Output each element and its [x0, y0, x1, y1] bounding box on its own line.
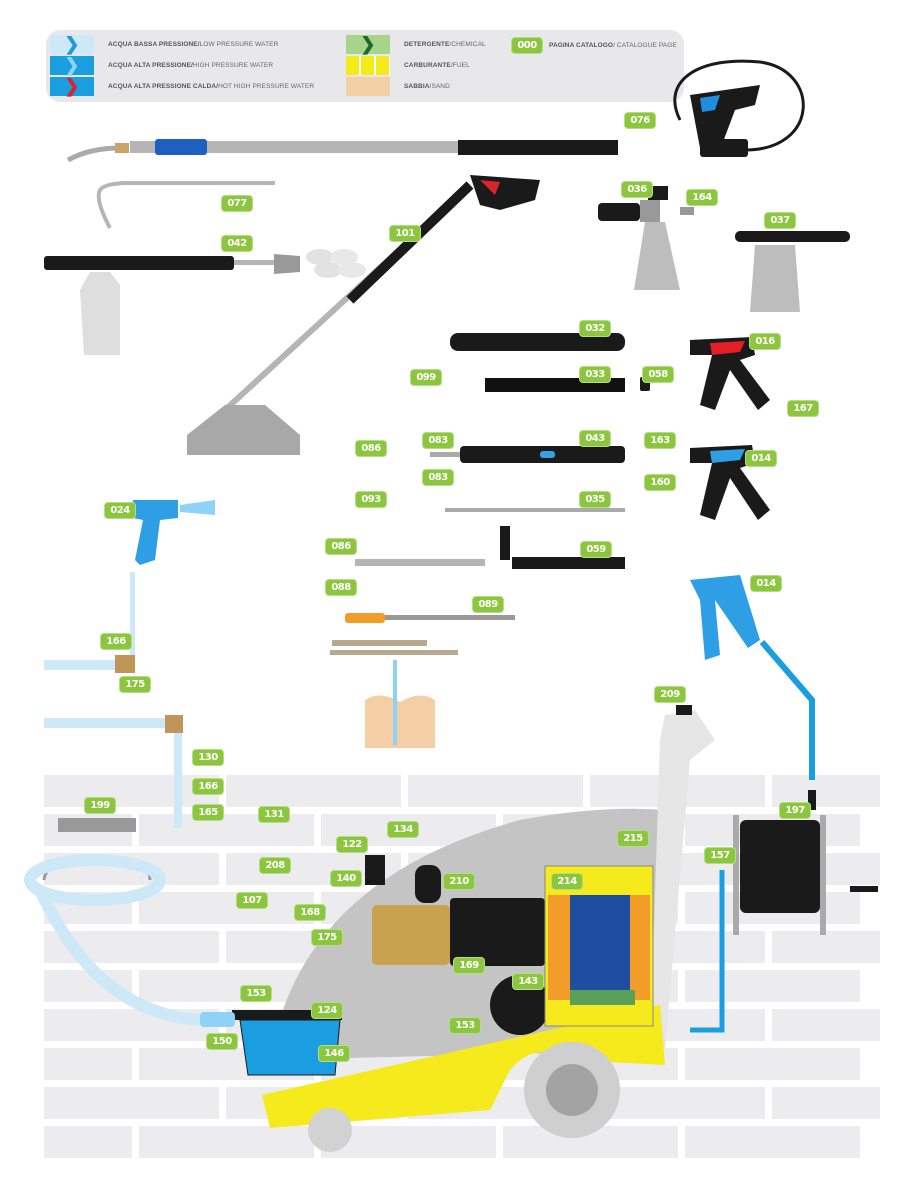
part-tag-035[interactable]: 035 — [579, 491, 611, 508]
part-tag-058[interactable]: 058 — [642, 366, 674, 383]
part-tag-210[interactable]: 210 — [443, 873, 475, 890]
part-tag-014-blue[interactable]: 014 — [750, 575, 782, 592]
part-tag-089[interactable]: 089 — [472, 596, 504, 613]
part-tag-043[interactable]: 043 — [579, 430, 611, 447]
part-tag-165[interactable]: 165 — [192, 804, 224, 821]
part-tag-033[interactable]: 033 — [579, 366, 611, 383]
part-tag-130[interactable]: 130 — [192, 749, 224, 766]
part-tag-032[interactable]: 032 — [579, 320, 611, 337]
lance-035-graphic — [445, 508, 625, 512]
fuel-swatch — [346, 56, 390, 75]
part-tag-093[interactable]: 093 — [355, 491, 387, 508]
lance-076-graphic — [66, 59, 805, 163]
high-pressure-swatch: ❯ — [50, 55, 94, 75]
part-tag-163[interactable]: 163 — [644, 432, 676, 449]
part-tag-024[interactable]: 024 — [104, 502, 136, 519]
part-tag-016[interactable]: 016 — [749, 333, 781, 350]
part-tag-175-b[interactable]: 175 — [311, 929, 343, 946]
double-lance-059-graphic — [355, 526, 625, 569]
part-tag-076[interactable]: 076 — [624, 112, 656, 129]
part-tag-101[interactable]: 101 — [389, 225, 421, 242]
part-tag-164[interactable]: 164 — [686, 189, 718, 206]
part-tag-124[interactable]: 124 — [311, 1002, 343, 1019]
foam-lance-042-graphic — [44, 249, 366, 355]
lance-grip-032-graphic — [450, 333, 625, 351]
part-tag-077[interactable]: 077 — [221, 195, 253, 212]
part-tag-131[interactable]: 131 — [258, 806, 290, 823]
part-tag-086-a[interactable]: 086 — [355, 440, 387, 457]
legend-item-fuel: CARBURANTE / FUEL — [346, 56, 470, 75]
part-tag-143[interactable]: 143 — [512, 973, 544, 990]
legend-item-page-ref: 000 PAGINA CATALOGO/ CATALOGUE PAGE — [511, 37, 677, 54]
part-tag-014-black[interactable]: 014 — [745, 450, 777, 467]
lance-077-graphic — [96, 181, 275, 229]
part-tag-215[interactable]: 215 — [617, 830, 649, 847]
floor-cleaner-101-graphic — [187, 175, 540, 455]
part-tag-175-a[interactable]: 175 — [119, 676, 151, 693]
legend-item-low-pressure: ❯ ACQUA BASSA PRESSIONE / LOW PRESSURE W… — [50, 34, 278, 54]
hot-water-swatch: ❯ — [50, 76, 94, 96]
part-tag-150[interactable]: 150 — [206, 1033, 238, 1050]
chemical-swatch: ❯ — [346, 34, 390, 54]
part-tag-167[interactable]: 167 — [787, 400, 819, 417]
part-tag-140[interactable]: 140 — [330, 870, 362, 887]
legend-item-chemical: ❯ DETERGENTE / CHEMICAL — [346, 34, 486, 54]
part-tag-042[interactable]: 042 — [221, 235, 253, 252]
part-tag-122[interactable]: 122 — [336, 836, 368, 853]
gun-016-graphic — [690, 337, 770, 410]
part-tag-153-b[interactable]: 153 — [449, 1017, 481, 1034]
float-tank — [200, 1010, 342, 1076]
gun-014-blue-graphic — [690, 575, 816, 1033]
part-tag-134[interactable]: 134 — [387, 821, 419, 838]
page-ref-sample-tag: 000 — [511, 37, 543, 54]
part-tag-197[interactable]: 197 — [779, 802, 811, 819]
part-tag-166-b[interactable]: 166 — [192, 778, 224, 795]
foam-nozzle-036-graphic — [598, 186, 694, 290]
part-tag-037[interactable]: 037 — [764, 212, 796, 229]
part-tag-209[interactable]: 209 — [654, 686, 686, 703]
part-tag-199[interactable]: 199 — [84, 797, 116, 814]
part-tag-153-a[interactable]: 153 — [240, 985, 272, 1002]
boiler-coil — [544, 865, 654, 1027]
part-tag-107[interactable]: 107 — [236, 892, 268, 909]
part-tag-157[interactable]: 157 — [704, 847, 736, 864]
legend-item-hot-water: ❯ ACQUA ALTA PRESSIONE CALDA / HOT HIGH … — [50, 76, 314, 96]
part-tag-086-b[interactable]: 086 — [325, 538, 357, 555]
low-pressure-swatch: ❯ — [50, 34, 94, 54]
lance-043-graphic — [430, 446, 625, 463]
part-tag-059[interactable]: 059 — [580, 541, 612, 558]
hose-holder-199-graphic — [24, 818, 211, 1026]
low-pressure-gun-024-graphic — [44, 500, 215, 828]
part-tag-146[interactable]: 146 — [318, 1045, 350, 1062]
part-tag-169[interactable]: 169 — [453, 957, 485, 974]
part-tag-036[interactable]: 036 — [621, 181, 653, 198]
part-tag-160[interactable]: 160 — [644, 474, 676, 491]
part-tag-083-a[interactable]: 083 — [422, 432, 454, 449]
part-tag-214[interactable]: 214 — [551, 873, 583, 890]
foam-bottle-037-graphic — [735, 231, 850, 312]
part-tag-083-b[interactable]: 083 — [422, 469, 454, 486]
hose-reel-197 — [733, 815, 878, 935]
part-tag-166-a[interactable]: 166 — [100, 633, 132, 650]
legend-item-sand: SABBIA / SAND — [346, 77, 450, 96]
part-tag-088[interactable]: 088 — [325, 579, 357, 596]
legend: ❯ ACQUA BASSA PRESSIONE / LOW PRESSURE W… — [46, 30, 684, 102]
part-tag-168[interactable]: 168 — [294, 904, 326, 921]
pump-motor — [365, 855, 550, 1035]
part-tag-208[interactable]: 208 — [259, 857, 291, 874]
sand-swatch — [346, 77, 390, 96]
sandblast-089-graphic — [330, 613, 515, 748]
part-tag-099[interactable]: 099 — [410, 369, 442, 386]
legend-item-high-pressure: ❯ ACQUA ALTA PRESSIONE / HIGH PRESSURE W… — [50, 55, 273, 75]
